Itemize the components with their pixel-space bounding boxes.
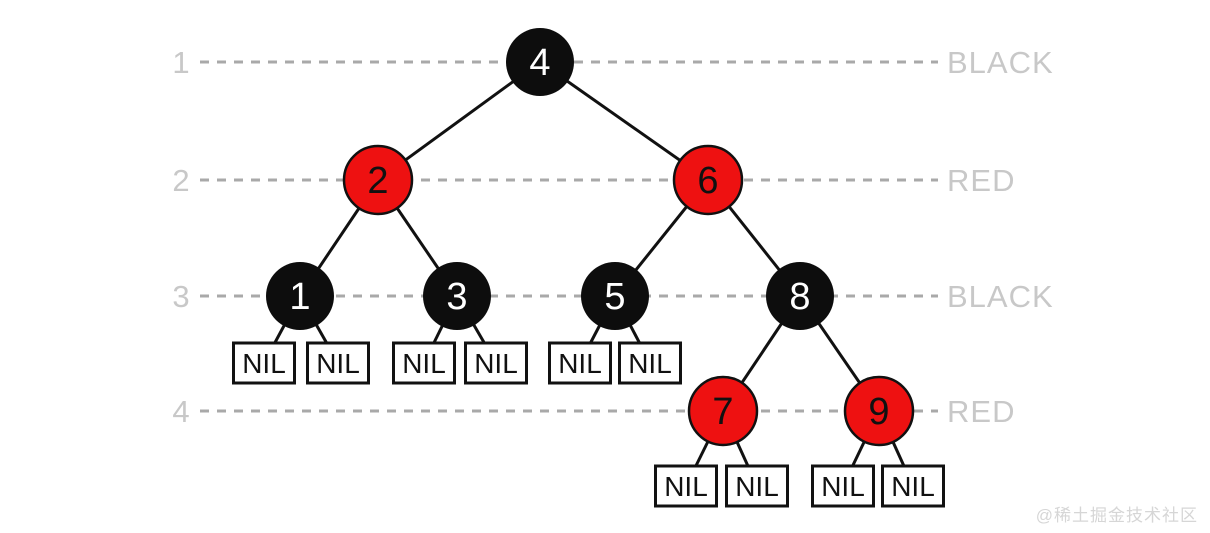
tree-node-label: 9: [868, 391, 889, 433]
nil-leaf-box: [306, 341, 370, 385]
nil-leaf-box: [618, 341, 682, 385]
tree-node-5: [581, 262, 649, 330]
nil-leaf-box: [725, 464, 789, 508]
tree-node-label: 2: [367, 160, 388, 202]
level-number: 4: [172, 394, 189, 429]
nil-leaf-label: NIL: [558, 348, 602, 379]
nil-leaf-label: NIL: [474, 348, 518, 379]
nil-leaf-label: NIL: [242, 348, 286, 379]
tree-node-3: [423, 262, 491, 330]
level-color-label: BLACK: [947, 279, 1054, 314]
nil-leaf-box: [464, 341, 528, 385]
tree-node-9: [843, 375, 915, 447]
nil-leaf-box: [654, 464, 718, 508]
tree-node-label: 4: [529, 42, 550, 84]
tree-node-8: [766, 262, 834, 330]
nil-leaf-label: NIL: [664, 471, 708, 502]
tree-node-4: [506, 28, 574, 96]
tree-node-2: [342, 144, 414, 216]
nil-leaf-label: NIL: [821, 471, 865, 502]
tree-node-label: 3: [446, 276, 467, 318]
watermark: @稀土掘金技术社区: [1035, 506, 1198, 525]
nil-leaf-label: NIL: [891, 471, 935, 502]
nil-leaf-box: [811, 464, 875, 508]
nil-leaf-label: NIL: [735, 471, 779, 502]
nil-leaf-box: [392, 341, 456, 385]
nil-leaf-label: NIL: [316, 348, 360, 379]
nil-leaf-label: NIL: [402, 348, 446, 379]
tree-node-label: 1: [289, 276, 310, 318]
level-number: 1: [172, 45, 189, 80]
tree-node-1: [266, 262, 334, 330]
level-color-label: BLACK: [947, 45, 1054, 80]
nil-leaf-box: [881, 464, 945, 508]
nil-leaf-box: [232, 341, 296, 385]
level-number: 2: [172, 163, 189, 198]
nil-leaf-box: [548, 341, 612, 385]
tree-node-7: [687, 375, 759, 447]
level-number: 3: [172, 279, 189, 314]
tree-node-label: 8: [789, 276, 810, 318]
level-color-label: RED: [947, 394, 1015, 429]
tree-node-label: 6: [697, 160, 718, 202]
tree-node-6: [672, 144, 744, 216]
tree-node-label: 7: [712, 391, 733, 433]
nil-leaf-label: NIL: [628, 348, 672, 379]
tree-node-label: 5: [604, 276, 625, 318]
level-color-label: RED: [947, 163, 1015, 198]
